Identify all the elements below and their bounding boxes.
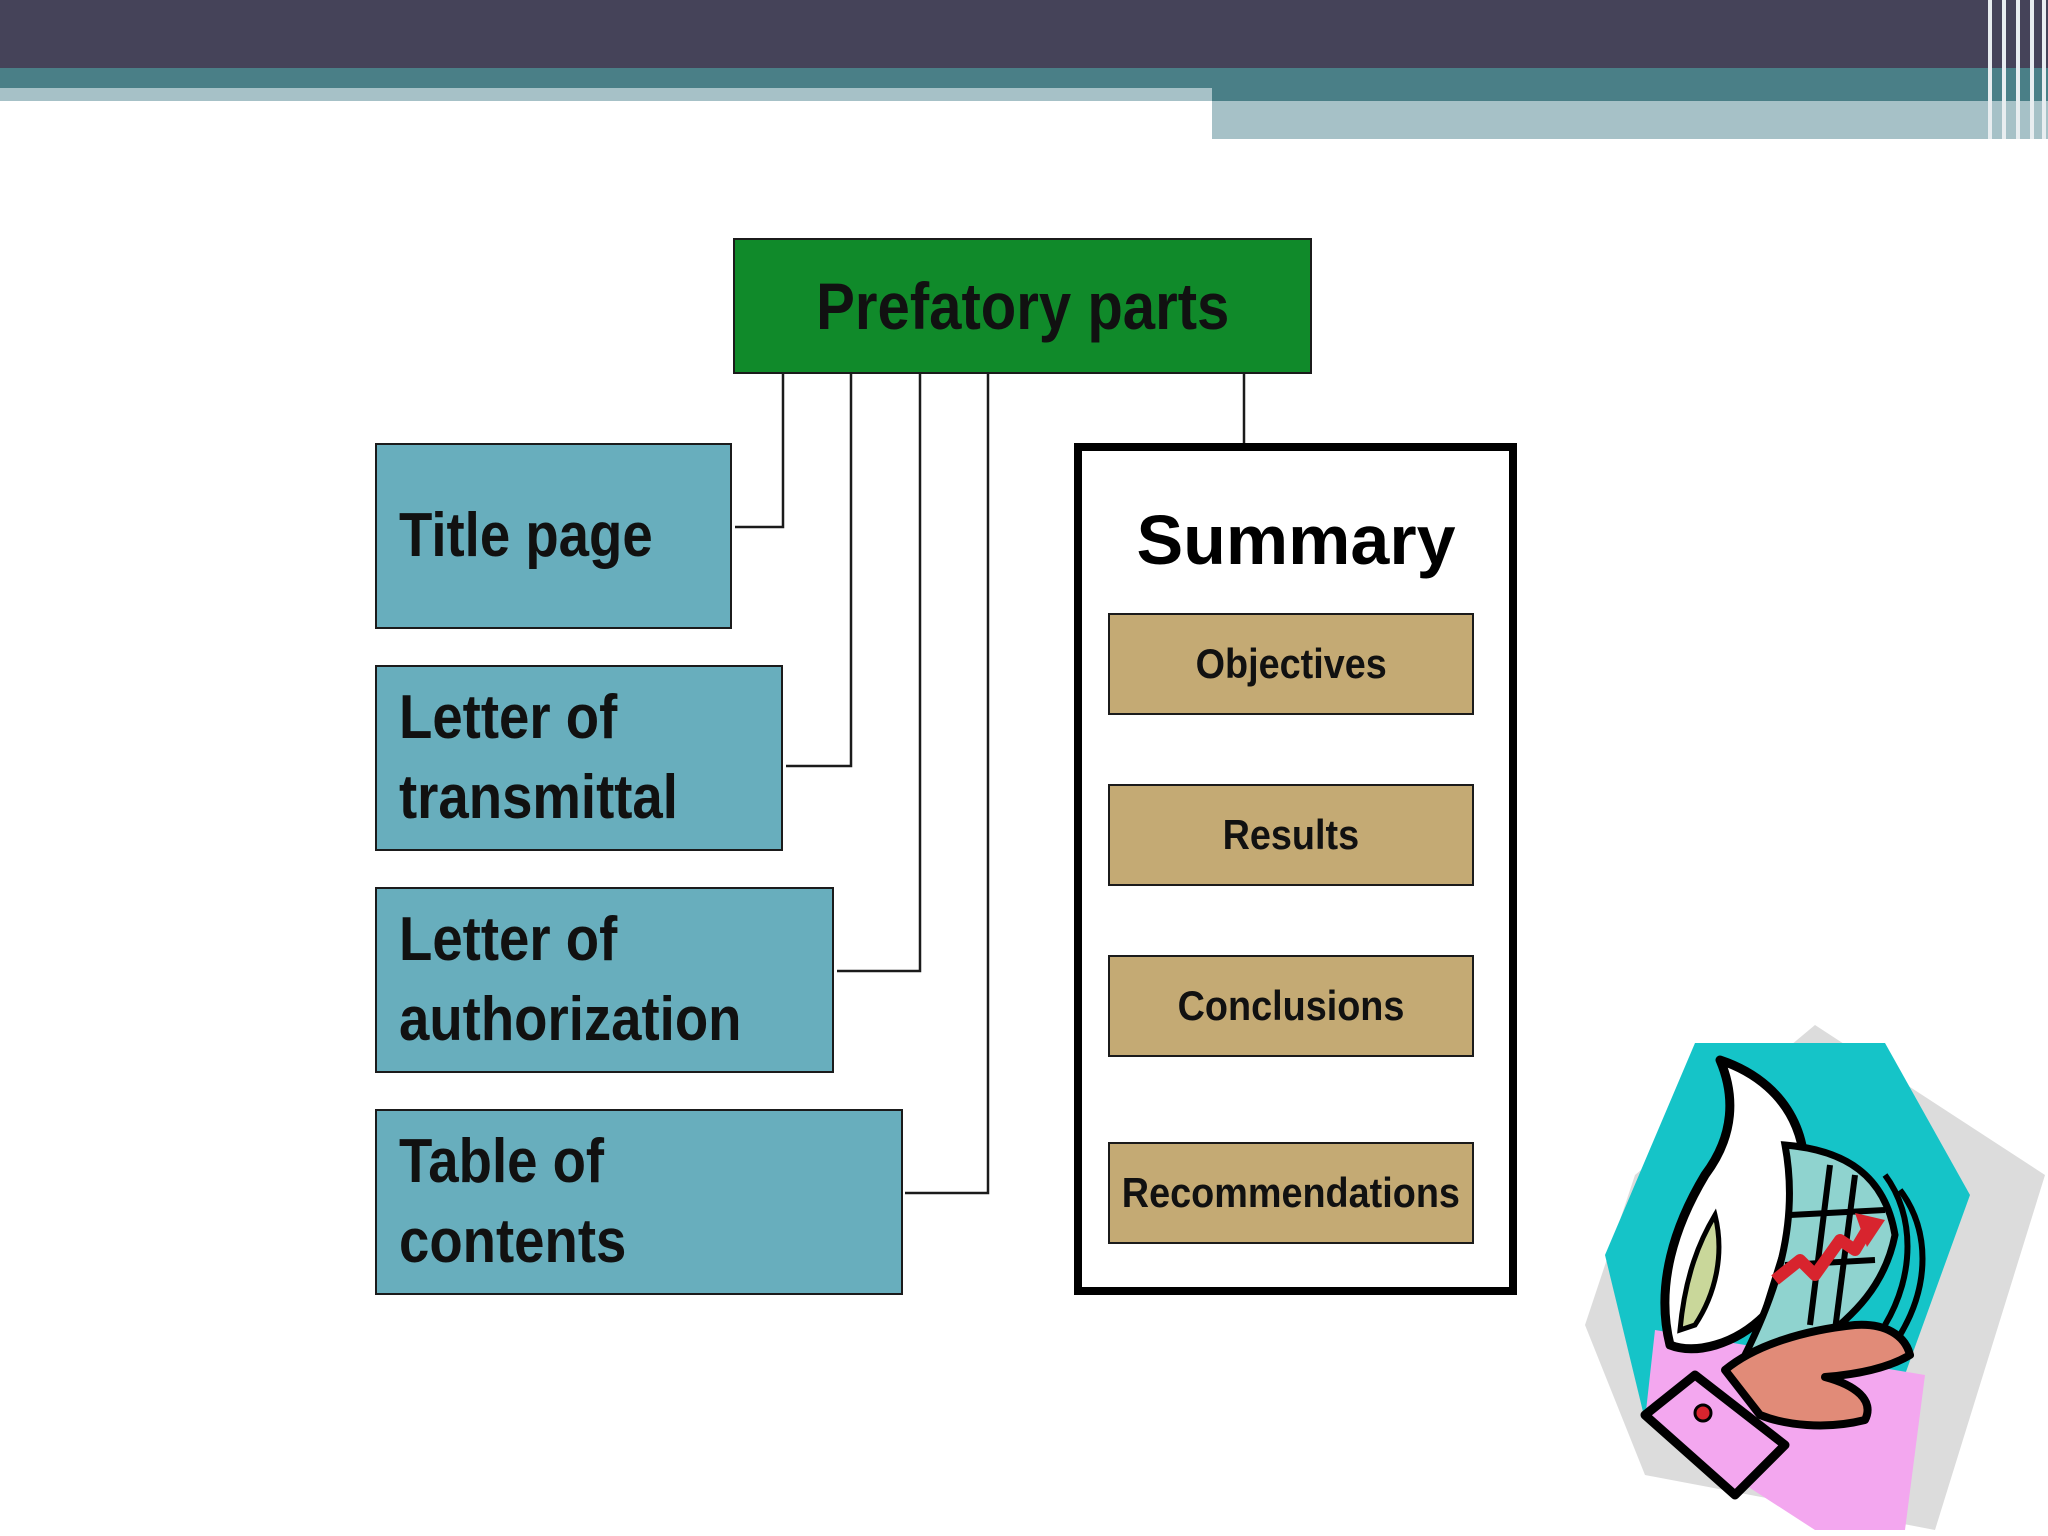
- recommendations-node: Recommendations: [1108, 1142, 1474, 1244]
- header-stripes: [1980, 0, 2048, 139]
- letter-of-transmittal-node: Letter of transmittal: [375, 665, 783, 851]
- objectives-label: Objectives: [1195, 640, 1387, 687]
- letter-of-authorization-label: Letter of authorization: [399, 905, 742, 1054]
- hand-holding-report-icon: [1585, 1025, 2045, 1530]
- conclusions-node: Conclusions: [1108, 955, 1474, 1057]
- letter-of-authorization-node: Letter of authorization: [375, 887, 834, 1073]
- title-page-label: Title page: [399, 501, 653, 570]
- connector-title-page: [735, 374, 785, 529]
- header-band-light-left: [0, 88, 1212, 101]
- recommendations-label: Recommendations: [1121, 1169, 1461, 1216]
- header-band-light-right: [1212, 101, 2048, 139]
- objectives-node: Objectives: [1108, 613, 1474, 715]
- connector-letter-of-authorization: [837, 374, 922, 973]
- connector-table-of-contents: [905, 374, 990, 1195]
- connector-letter-of-transmittal: [786, 374, 853, 768]
- title-page-node: Title page: [375, 443, 732, 629]
- prefatory-parts-label: Prefatory parts: [815, 269, 1230, 343]
- results-node: Results: [1108, 784, 1474, 886]
- table-of-contents-label: Table of contents: [399, 1127, 627, 1276]
- summary-title: Summary: [1136, 501, 1456, 579]
- header-band-dark: [0, 0, 2048, 68]
- table-of-contents-node: Table of contents: [375, 1109, 903, 1295]
- prefatory-parts-node: Prefatory parts: [733, 238, 1312, 374]
- letter-of-transmittal-label: Letter of transmittal: [399, 683, 678, 832]
- results-label: Results: [1222, 811, 1360, 858]
- conclusions-label: Conclusions: [1177, 982, 1405, 1029]
